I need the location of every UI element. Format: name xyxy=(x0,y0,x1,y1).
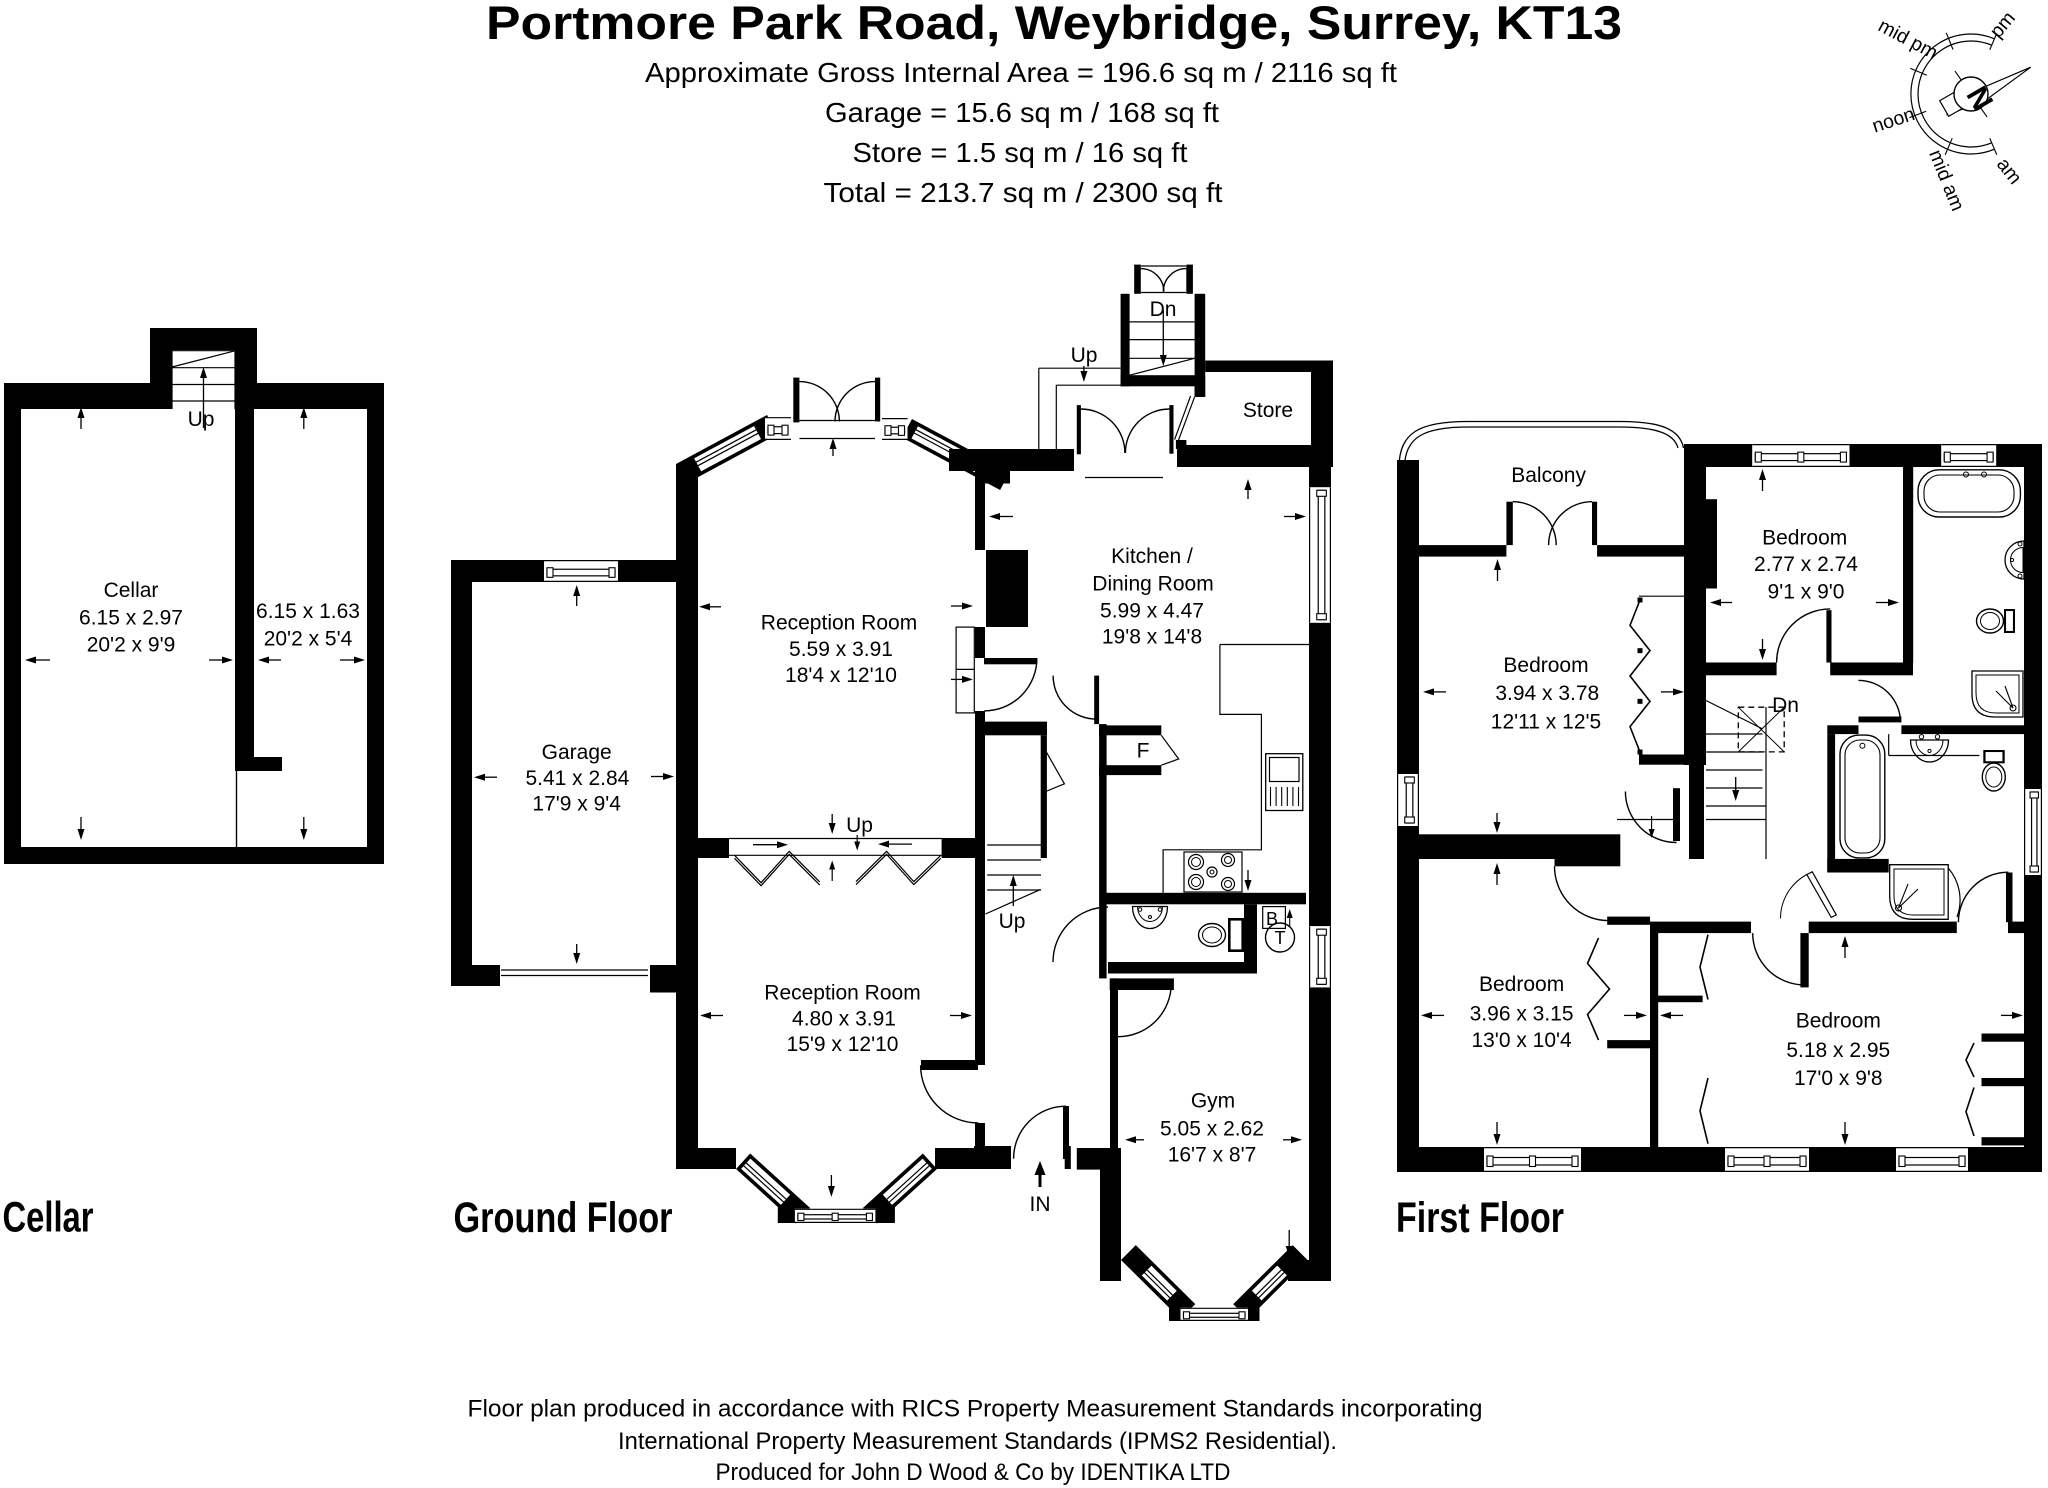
svg-text:9'1 x 9'0: 9'1 x 9'0 xyxy=(1768,581,1845,604)
svg-text:Cellar: Cellar xyxy=(3,1193,94,1241)
svg-text:Up: Up xyxy=(846,814,873,837)
svg-text:5.41 x 2.84: 5.41 x 2.84 xyxy=(525,767,629,790)
svg-text:Reception Room: Reception Room xyxy=(764,982,920,1005)
svg-text:Garage = 15.6 sq m / 168 sq ft: Garage = 15.6 sq m / 168 sq ft xyxy=(825,97,1219,128)
svg-text:Balcony: Balcony xyxy=(1511,464,1586,487)
svg-text:18'4 x 12'10: 18'4 x 12'10 xyxy=(785,664,897,687)
svg-text:16'7 x 8'7: 16'7 x 8'7 xyxy=(1168,1144,1257,1167)
svg-text:Total = 213.7 sq m / 2300 sq f: Total = 213.7 sq m / 2300 sq ft xyxy=(824,177,1223,208)
svg-text:IN: IN xyxy=(1030,1193,1051,1216)
svg-text:Cellar: Cellar xyxy=(104,579,159,602)
svg-text:15'9 x 12'10: 15'9 x 12'10 xyxy=(787,1033,899,1056)
svg-text:20'2 x 9'9: 20'2 x 9'9 xyxy=(87,634,176,657)
svg-text:13'0 x 10'4: 13'0 x 10'4 xyxy=(1471,1029,1572,1052)
svg-text:17'9 x 9'4: 17'9 x 9'4 xyxy=(532,793,621,816)
svg-text:Store: Store xyxy=(1243,399,1293,422)
svg-text:3.96 x 3.15: 3.96 x 3.15 xyxy=(1470,1003,1574,1026)
svg-text:19'8 x 14'8: 19'8 x 14'8 xyxy=(1102,625,1202,648)
svg-text:17'0 x 9'8: 17'0 x 9'8 xyxy=(1794,1067,1883,1090)
svg-text:5.59 x 3.91: 5.59 x 3.91 xyxy=(789,638,893,661)
svg-text:3.94 x 3.78: 3.94 x 3.78 xyxy=(1495,682,1599,705)
svg-text:Approximate Gross Internal Are: Approximate Gross Internal Area = 196.6 … xyxy=(645,57,1397,88)
svg-text:Bedroom: Bedroom xyxy=(1479,973,1564,996)
svg-text:5.99 x 4.47: 5.99 x 4.47 xyxy=(1100,600,1204,623)
svg-text:20'2 x 5'4: 20'2 x 5'4 xyxy=(264,628,353,651)
svg-text:Ground Floor: Ground Floor xyxy=(454,1194,673,1242)
svg-text:Gym: Gym xyxy=(1191,1089,1235,1112)
svg-text:Bedroom: Bedroom xyxy=(1796,1009,1881,1032)
svg-text:Kitchen /: Kitchen / xyxy=(1111,545,1193,568)
svg-text:Dn: Dn xyxy=(1772,694,1799,717)
svg-text:Floor plan produced in accorda: Floor plan produced in accordance with R… xyxy=(468,1396,1483,1423)
svg-text:12'11 x 12'5: 12'11 x 12'5 xyxy=(1491,710,1601,733)
svg-text:5.18 x 2.95: 5.18 x 2.95 xyxy=(1786,1039,1890,1062)
svg-text:Garage: Garage xyxy=(542,741,612,764)
svg-text:5.05 x 2.62: 5.05 x 2.62 xyxy=(1160,1117,1264,1140)
svg-text:Store = 1.5 sq m / 16 sq ft: Store = 1.5 sq m / 16 sq ft xyxy=(853,137,1188,168)
svg-text:Up: Up xyxy=(999,910,1026,933)
svg-text:F: F xyxy=(1137,740,1150,763)
svg-text:Bedroom: Bedroom xyxy=(1762,526,1847,549)
svg-text:Reception Room: Reception Room xyxy=(761,612,917,635)
svg-text:Dn: Dn xyxy=(1150,298,1177,321)
svg-text:First Floor: First Floor xyxy=(1396,1194,1564,1242)
svg-text:Portmore Park Road, Weybridge,: Portmore Park Road, Weybridge, Surrey, K… xyxy=(486,0,1622,49)
svg-text:International Property Measure: International Property Measurement Stand… xyxy=(618,1428,1337,1455)
svg-text:Dining Room: Dining Room xyxy=(1092,573,1213,596)
svg-text:Up: Up xyxy=(188,408,215,431)
svg-text:4.80 x 3.91: 4.80 x 3.91 xyxy=(792,1007,896,1030)
svg-text:Up: Up xyxy=(1071,344,1098,367)
svg-text:T: T xyxy=(1275,928,1286,948)
svg-text:Bedroom: Bedroom xyxy=(1503,654,1588,677)
svg-text:6.15 x 2.97: 6.15 x 2.97 xyxy=(79,607,183,630)
svg-text:6.15 x 1.63: 6.15 x 1.63 xyxy=(256,600,360,623)
svg-text:2.77 x 2.74: 2.77 x 2.74 xyxy=(1754,553,1858,576)
svg-text:Produced for John D Wood & Co: Produced for John D Wood & Co by IDENTIK… xyxy=(716,1459,1231,1486)
